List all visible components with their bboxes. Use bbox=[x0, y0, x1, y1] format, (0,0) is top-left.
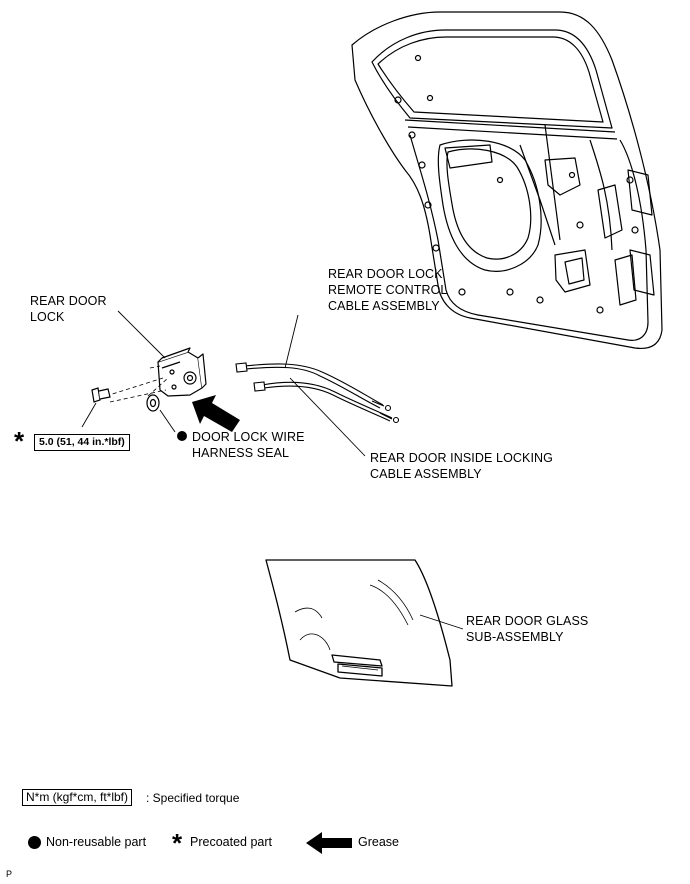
legend-grease-icon bbox=[306, 832, 352, 854]
label-door-glass: REAR DOOR GLASS SUB-ASSEMBLY bbox=[466, 614, 589, 644]
label-remote-control-cable: REAR DOOR LOCK REMOTE CONTROL CABLE ASSE… bbox=[328, 267, 448, 313]
rear-door-lock bbox=[157, 347, 207, 397]
harness-seal bbox=[146, 394, 160, 412]
grease-arrow bbox=[192, 395, 240, 432]
legend-torque-box: N*m (kgf*cm, ft*lbf) bbox=[22, 789, 133, 806]
legend-non-reusable-icon bbox=[28, 836, 41, 849]
lock-bolt bbox=[91, 387, 111, 403]
torque-spec-box: 5.0 (51, 44 in.*lbf) bbox=[34, 434, 130, 451]
label-inside-locking-cable: REAR DOOR INSIDE LOCKING CABLE ASSEMBLY bbox=[370, 451, 553, 481]
rear-door-frame bbox=[351, 11, 663, 350]
label-rear-door-lock: REAR DOOR LOCK bbox=[30, 294, 107, 324]
legend-precoated-icon: * bbox=[172, 828, 183, 858]
legend-torque-desc: : Specified torque bbox=[146, 791, 240, 805]
non-reusable-marker bbox=[177, 431, 187, 441]
label-harness-seal: DOOR LOCK WIRE HARNESS SEAL bbox=[192, 430, 305, 460]
footer-code: P bbox=[6, 869, 13, 879]
leader-lines bbox=[81, 310, 464, 630]
precoated-star-marker: * bbox=[14, 426, 25, 456]
legend-non-reusable-text: Non-reusable part bbox=[46, 835, 147, 849]
lock-guide-lines bbox=[105, 365, 169, 403]
legend-precoated-text: Precoated part bbox=[190, 835, 272, 849]
door-glass bbox=[265, 559, 453, 687]
legend-grease-text: Grease bbox=[358, 835, 399, 849]
cable-assemblies bbox=[235, 362, 400, 424]
